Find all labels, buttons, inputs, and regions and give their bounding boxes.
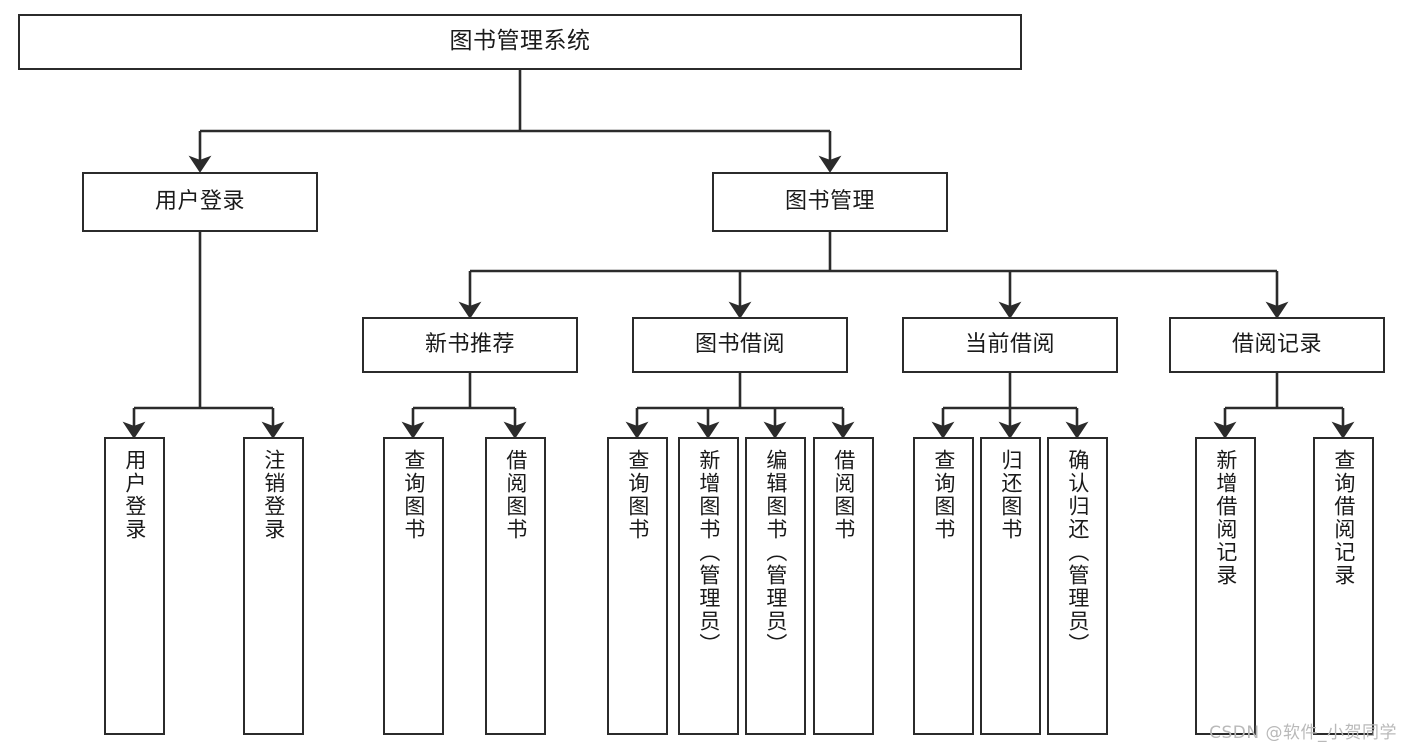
node-label: 确认归还（管理员） [1065, 449, 1090, 656]
leaf-add-book-admin[interactable]: 新增图书（管理员） [678, 437, 739, 735]
node-borrowing-record[interactable]: 借阅记录 [1169, 317, 1385, 373]
node-label: 用户登录 [122, 449, 147, 541]
leaf-return-book[interactable]: 归还图书 [980, 437, 1041, 735]
leaf-query-book-recommendation[interactable]: 查询图书 [383, 437, 444, 735]
leaf-query-book-borrowing[interactable]: 查询图书 [607, 437, 668, 735]
node-label: 借阅图书 [503, 449, 528, 541]
leaf-add-borrowing-record[interactable]: 新增借阅记录 [1195, 437, 1256, 735]
node-label: 查询图书 [931, 449, 956, 541]
leaf-query-book-current[interactable]: 查询图书 [913, 437, 974, 735]
node-label: 新增图书（管理员） [696, 449, 721, 656]
node-label: 图书管理系统 [449, 28, 591, 55]
node-label: 查询图书 [625, 449, 650, 541]
node-label: 用户登录 [154, 188, 245, 214]
leaf-borrow-book[interactable]: 借阅图书 [813, 437, 874, 735]
csdn-watermark: CSDN @软件_小贺同学 [1209, 723, 1397, 743]
node-label: 当前借阅 [964, 331, 1055, 357]
node-user-login[interactable]: 用户登录 [82, 172, 318, 232]
leaf-user-logout[interactable]: 注销登录 [243, 437, 304, 735]
node-label: 查询借阅记录 [1331, 449, 1356, 587]
node-current-borrowing[interactable]: 当前借阅 [902, 317, 1118, 373]
node-label: 归还图书 [998, 449, 1023, 541]
node-new-book-recommendation[interactable]: 新书推荐 [362, 317, 578, 373]
node-label: 注销登录 [261, 449, 286, 541]
leaf-confirm-return-admin[interactable]: 确认归还（管理员） [1047, 437, 1108, 735]
node-book-management[interactable]: 图书管理 [712, 172, 948, 232]
leaf-user-login[interactable]: 用户登录 [104, 437, 165, 735]
node-book-borrowing[interactable]: 图书借阅 [632, 317, 848, 373]
node-label: 借阅记录 [1231, 331, 1322, 357]
node-label: 新书推荐 [424, 331, 515, 357]
node-root-book-management-system[interactable]: 图书管理系统 [18, 14, 1022, 70]
node-label: 编辑图书（管理员） [763, 449, 788, 656]
node-label: 借阅图书 [831, 449, 856, 541]
leaf-borrow-book-recommendation[interactable]: 借阅图书 [485, 437, 546, 735]
leaf-query-borrowing-record[interactable]: 查询借阅记录 [1313, 437, 1374, 735]
node-label: 新增借阅记录 [1213, 449, 1238, 587]
leaf-edit-book-admin[interactable]: 编辑图书（管理员） [745, 437, 806, 735]
node-label: 图书管理 [784, 188, 875, 214]
node-label: 查询图书 [401, 449, 426, 541]
node-label: 图书借阅 [694, 331, 785, 357]
